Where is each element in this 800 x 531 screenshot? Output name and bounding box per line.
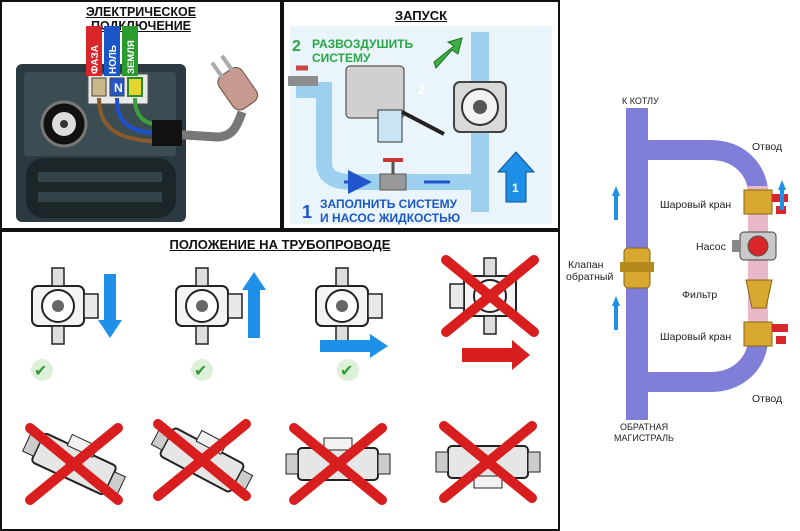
position-wrong-2 (147, 411, 262, 499)
terminal-ground (127, 77, 143, 97)
startup-title: ЗАПУСК (394, 8, 448, 23)
wire-labels (86, 26, 138, 76)
step1-number: 1 (302, 202, 312, 222)
filter-unit (745, 279, 773, 309)
label-return-1: ОБРАТНАЯ (620, 422, 668, 432)
scheme-panel: К КОТЛУ Отвод Шаровый кран Клапан обратн… (560, 0, 800, 531)
check-1: ✔ (34, 363, 47, 380)
label-valve-bottom: Шаровый кран (660, 331, 731, 343)
step2-number: 2 (292, 38, 301, 55)
position-drawing: ✔ ✔ ✔ (19, 232, 541, 529)
step1-line2: И НАСОС ЖИДКОСТЬЮ (320, 211, 460, 225)
position-vertical-up (175, 267, 266, 345)
water-tap (288, 76, 318, 86)
startup-drawing: 2 1 2 РАЗВОЗДУШИТЬ СИСТЕМУ 1 ЗАПОЛНИТЬ С… (288, 26, 552, 225)
label-check-valve-2: обратный (566, 271, 613, 283)
label-check-valve-1: Клапан (568, 259, 604, 271)
scheme-drawing: К КОТЛУ Отвод Шаровый кран Клапан обратн… (566, 96, 788, 443)
label-valve-top: Шаровый кран (660, 199, 731, 211)
position-horizontal (315, 267, 388, 358)
electrical-title: ЭЛЕКТРИЧЕСКОЕ ПОДКЛЮЧЕНИЕ (2, 5, 280, 33)
electrical-drawing: N ФАЗА НОЛЬ ЗЕМЛЯ (16, 26, 259, 222)
check-2: ✔ (194, 363, 207, 380)
terminal-neutral (109, 77, 125, 97)
arrow-label-2: 2 (418, 82, 425, 97)
step2-line1: РАЗВОЗДУШИТЬ (312, 37, 414, 51)
label-to-boiler: К КОТЛУ (622, 96, 659, 106)
check-valve (620, 247, 654, 289)
step2-arrow (433, 37, 463, 69)
ball-valve-bottom (743, 321, 788, 347)
step2-line2: СИСТЕМУ (312, 51, 371, 65)
bypass-top (637, 140, 768, 192)
power-plug (210, 54, 259, 111)
power-cable (169, 110, 247, 142)
electrical-title-line1: ЭЛЕКТРИЧЕСКОЕ (85, 5, 197, 19)
arrow-label-1: 1 (512, 181, 519, 195)
label-neutral: НОЛЬ (108, 45, 119, 74)
position-horizontal-wrong (446, 258, 534, 370)
electrical-panel: ЭЛЕКТРИЧЕСКОЕ ПОДКЛЮЧЕНИЕ N (0, 0, 282, 230)
step1-line1: ЗАПОЛНИТЬ СИСТЕМУ (320, 197, 458, 211)
startup-panel: ЗАПУСК 2 1 (282, 0, 560, 230)
startup-pump (453, 81, 507, 133)
label-pump: Насос (696, 241, 726, 253)
pump-unit (732, 231, 777, 261)
bypass-bottom (637, 340, 768, 392)
position-wrong-4 (435, 426, 541, 498)
label-phase: ФАЗА (90, 45, 101, 74)
position-wrong-1 (19, 417, 134, 500)
label-filter: Фильтр (682, 289, 717, 301)
terminal-phase (91, 77, 107, 97)
label-outlet-bottom: Отвод (752, 393, 782, 405)
flow-arrows (612, 180, 786, 330)
label-outlet-top: Отвод (752, 141, 782, 153)
bleed-screw-detail (345, 65, 445, 143)
terminal-n-label: N (114, 81, 123, 95)
position-title: ПОЛОЖЕНИЕ НА ТРУБОПРОВОДЕ (169, 237, 391, 252)
position-vertical-down (31, 267, 122, 345)
label-ground: ЗЕМЛЯ (126, 40, 137, 74)
position-wrong-3 (285, 428, 391, 500)
motor-housing (26, 158, 176, 218)
position-panel: ПОЛОЖЕНИЕ НА ТРУБОПРОВОДЕ (0, 230, 560, 531)
fill-valve (379, 158, 407, 191)
step1-arrow (496, 151, 536, 203)
check-3: ✔ (340, 363, 353, 380)
label-return-2: МАГИСТРАЛЬ (614, 433, 674, 443)
check-badges (31, 359, 359, 381)
